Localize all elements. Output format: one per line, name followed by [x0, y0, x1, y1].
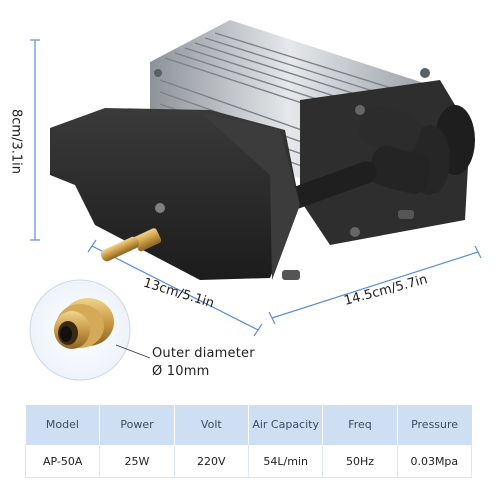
- outer-diameter-label: Outer diameter: [152, 346, 255, 361]
- header-air-capacity: Air Capacity: [248, 405, 324, 445]
- header-pressure: Pressure: [397, 405, 472, 445]
- header-model: Model: [25, 405, 101, 445]
- header-power: Power: [99, 405, 175, 445]
- header-volt: Volt: [174, 405, 249, 445]
- height-dimension-line: [30, 39, 40, 241]
- header-freq: Freq: [322, 405, 398, 445]
- rubber-feet: [282, 210, 414, 280]
- width-dimension-line: [87, 239, 263, 337]
- value-air-capacity: 54L/min: [248, 445, 324, 478]
- spec-table: Model Power Volt Air Capacity Freq Press…: [24, 405, 473, 478]
- brass-nozzle: [100, 228, 162, 262]
- value-freq: 50Hz: [322, 445, 398, 478]
- value-pressure: 0.03Mpa: [397, 445, 473, 478]
- value-volt: 220V: [174, 445, 249, 478]
- pump-front-bracket: [50, 108, 300, 280]
- nozzle-pointer-line: [115, 344, 151, 359]
- spec-header-row: Model Power Volt Air Capacity Freq Press…: [25, 405, 472, 445]
- nozzle-closeup-circle: [29, 279, 131, 381]
- value-power: 25W: [99, 445, 175, 478]
- value-model: AP-50A: [24, 445, 101, 478]
- spec-value-row: AP-50A 25W 220V 54L/min 50Hz 0.03Mpa: [24, 445, 473, 478]
- length-dimension-line: [268, 245, 482, 325]
- outlet-cylinders: [358, 105, 475, 195]
- height-dimension-label: 8cm/3.1in: [8, 109, 24, 174]
- outer-diameter-value: Ø 10mm: [152, 364, 210, 379]
